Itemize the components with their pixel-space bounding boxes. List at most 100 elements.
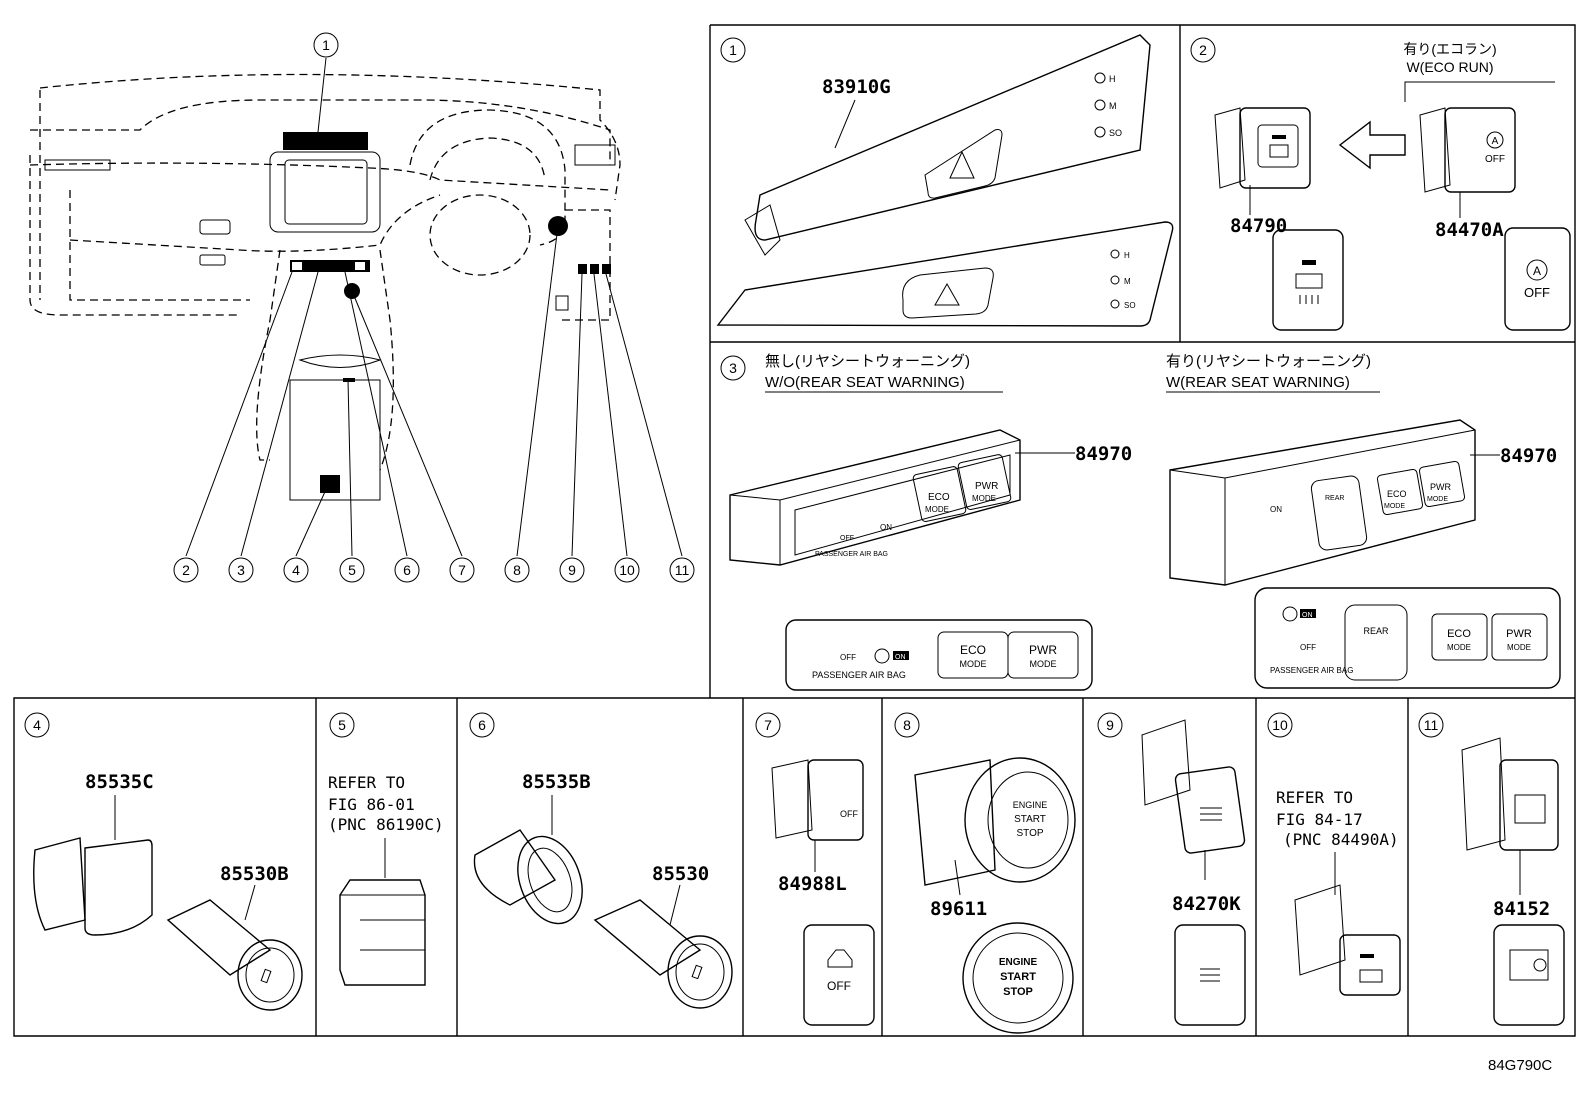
part-84970-left: 84970 — [1075, 443, 1132, 465]
face-left-pwr: PWR — [1029, 643, 1057, 657]
callout-4: 4 — [292, 562, 300, 578]
panel-10-fig: FIG 84-17 — [1276, 810, 1363, 829]
module-left-mode-1: MODE — [925, 505, 949, 514]
note-w-rear-jp: 有り(リヤシートウォーニング) — [1166, 353, 1371, 370]
indicator-m-bottom: M — [1124, 277, 1131, 286]
callout-11: 11 — [675, 562, 690, 578]
part-84470A: 84470A — [1435, 219, 1504, 241]
note-wo-rear-jp: 無し(リヤシートウォーニング) — [765, 353, 970, 370]
note-eco-run-en: W(ECO RUN) — [1406, 59, 1493, 75]
callout-3: 3 — [237, 562, 245, 578]
indicator-h: H — [1109, 74, 1116, 84]
dashboard-overview — [29, 73, 621, 501]
panel-8-engine-switch: 8 ENGINE START STOP 89611 ENGINE START S… — [894, 712, 1076, 1034]
panel-2-number: 2 — [1199, 42, 1207, 58]
diagram-code: 84G790C — [1488, 1057, 1552, 1074]
panel-5-number: 5 — [338, 717, 346, 733]
part-84270K: 84270K — [1172, 893, 1241, 915]
part-84988L: 84988L — [778, 873, 847, 895]
indicator-so: SO — [1109, 128, 1122, 138]
part-85535C: 85535C — [85, 771, 154, 793]
face-stop-label: STOP — [1003, 986, 1033, 998]
face-engine-label: ENGINE — [999, 957, 1038, 968]
module-right-rear: REAR — [1325, 495, 1344, 502]
face-right-rear: REAR — [1363, 626, 1389, 636]
part-84152: 84152 — [1493, 898, 1550, 920]
panel-4-number: 4 — [33, 717, 41, 733]
panel-8-number: 8 — [903, 717, 911, 733]
panel-5-refer: REFER TO — [328, 773, 405, 792]
callout-2: 2 — [182, 562, 190, 578]
module-left-off: OFF — [840, 535, 854, 542]
face-right-eco-mode: MODE — [1447, 643, 1471, 652]
panel-11-switch: 11 84152 — [1418, 712, 1565, 1026]
note-wo-rear-en: W/O(REAR SEAT WARNING) — [765, 374, 965, 391]
panel-9-number: 9 — [1106, 717, 1114, 733]
callout-10: 10 — [619, 562, 635, 578]
callout-5: 5 — [348, 562, 356, 578]
indicator-so-bottom: SO — [1124, 301, 1136, 310]
panel-5-reference: 5 REFER TO FIG 86-01 (PNC 86190C) — [328, 712, 444, 986]
eco-run-off-label: OFF — [1485, 154, 1505, 165]
panel-1-number: 1 — [729, 42, 737, 58]
panel-7-off-small: OFF — [840, 809, 858, 819]
overview-callouts: 1 2 3 4 5 6 7 8 9 10 11 — [173, 32, 695, 583]
module-left-pwr: PWR — [975, 481, 998, 492]
module-left-eco: ECO — [928, 492, 950, 503]
panel-4-power-outlet: 4 85535C 85530B — [24, 712, 303, 1011]
module-right-eco: ECO — [1387, 489, 1407, 499]
callout-9: 9 — [568, 562, 576, 578]
panel-3-mode-switch: 3 無し(リヤシートウォーニング) W/O(REAR SEAT WARNING)… — [720, 353, 1561, 691]
note-w-rear-en: W(REAR SEAT WARNING) — [1166, 374, 1350, 391]
module-right-pwr: PWR — [1430, 482, 1451, 492]
module-left-mode-2: MODE — [972, 494, 996, 503]
panel-10-number: 10 — [1272, 717, 1288, 733]
part-85530B: 85530B — [220, 863, 289, 885]
face-right-pwr: PWR — [1506, 628, 1532, 640]
part-83910G: 83910G — [822, 76, 891, 98]
panel-3-number: 3 — [729, 360, 737, 376]
panel-5-fig: FIG 86-01 — [328, 795, 415, 814]
panel-10-reference: 10 REFER TO FIG 84-17 (PNC 84490A) — [1267, 712, 1401, 996]
module-right-on: ON — [1270, 505, 1282, 514]
module-right-mode-1: MODE — [1384, 503, 1405, 510]
module-left-on: ON — [880, 523, 892, 532]
callout-8: 8 — [513, 562, 521, 578]
callout-7: 7 — [458, 562, 466, 578]
note-eco-run-jp: 有り(エコラン) — [1403, 41, 1496, 57]
face-left-off: OFF — [840, 653, 856, 662]
face-left-on: ON — [895, 654, 906, 661]
switch-engine-label: ENGINE — [1013, 800, 1048, 810]
face-left-eco: ECO — [960, 643, 986, 657]
eco-run-a-label: A — [1492, 136, 1499, 147]
panel-9-switch: 9 84270K — [1097, 712, 1246, 1026]
face-right-on: ON — [1302, 612, 1313, 619]
panel-2-eco-run-switch: 2 有り(エコラン) W(ECO RUN) A OFF 84790 84470A… — [1190, 37, 1571, 331]
part-84790: 84790 — [1230, 215, 1287, 237]
indicator-h-bottom: H — [1124, 251, 1130, 260]
face-left-airbag: PASSENGER AIR BAG — [812, 670, 906, 680]
module-left-airbag: PASSENGER AIR BAG — [815, 551, 888, 558]
panel-10-refer: REFER TO — [1276, 788, 1353, 807]
panel-frames — [13, 24, 1576, 1037]
face-a-label: A — [1533, 264, 1541, 278]
face-right-eco: ECO — [1447, 628, 1471, 640]
callout-6: 6 — [403, 562, 411, 578]
module-right-mode-2: MODE — [1427, 496, 1448, 503]
indicator-m: M — [1109, 101, 1117, 111]
overview-leaders — [185, 57, 683, 557]
callout-1: 1 — [322, 37, 330, 53]
switch-stop-label: STOP — [1016, 828, 1043, 839]
panel-10-pnc: (PNC 84490A) — [1283, 830, 1399, 849]
panel-6-number: 6 — [478, 717, 486, 733]
face-right-pwr-mode: MODE — [1507, 643, 1531, 652]
panel-1-hazard-switch: 1 83910G H M SO H M SO — [716, 34, 1174, 327]
face-right-airbag: PASSENGER AIR BAG — [1270, 666, 1353, 675]
face-start-label: START — [1000, 971, 1036, 983]
panel-7-number: 7 — [764, 717, 772, 733]
panel-7-vsc-off-switch: 7 OFF 84988L OFF — [755, 712, 875, 1026]
switch-start-label: START — [1014, 814, 1046, 825]
panel-5-pnc: (PNC 86190C) — [328, 815, 444, 834]
face-off-label: OFF — [1524, 285, 1550, 300]
